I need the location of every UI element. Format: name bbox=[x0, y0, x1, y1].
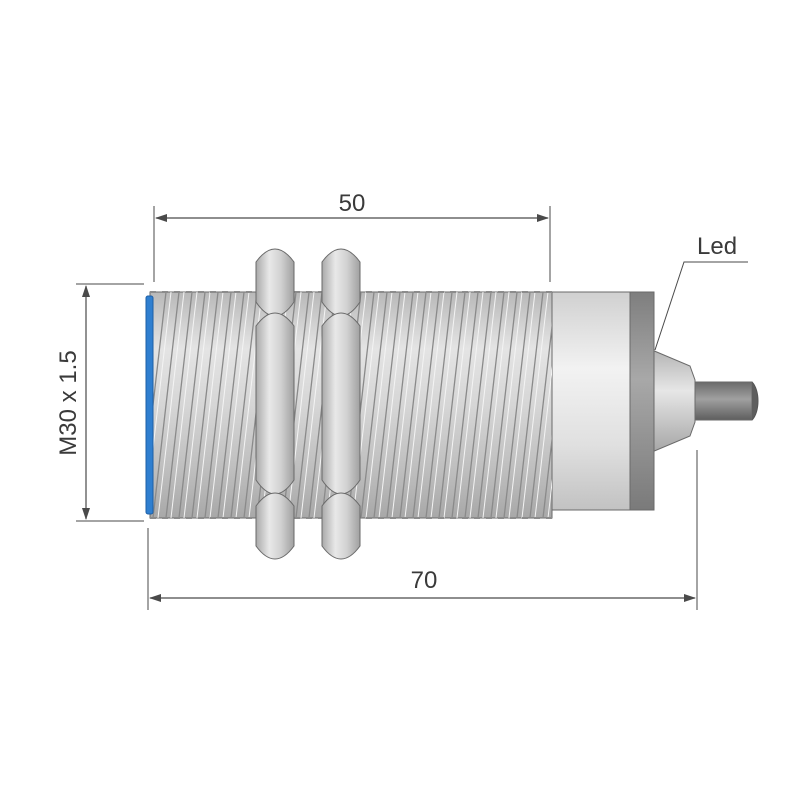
thread-line bbox=[542, 434, 552, 518]
thread-line bbox=[399, 292, 427, 518]
thread-highlight bbox=[183, 292, 211, 518]
thread-line bbox=[425, 292, 453, 518]
cable-gland bbox=[651, 349, 696, 453]
thread-line bbox=[438, 292, 466, 518]
thread-highlight bbox=[196, 292, 224, 518]
thread-highlight bbox=[150, 292, 172, 479]
dimension-overall-length: 70 bbox=[147, 450, 698, 610]
thread-highlight bbox=[495, 292, 523, 518]
thread-spec-label: M30 x 1.5 bbox=[55, 350, 82, 455]
dimension-thread-diameter: M30 x 1.5 bbox=[55, 283, 144, 522]
thread-highlight bbox=[209, 292, 237, 518]
thread-line bbox=[295, 292, 323, 518]
led-label: Led bbox=[697, 233, 737, 260]
thread-highlight bbox=[482, 292, 510, 518]
thread-line bbox=[191, 292, 219, 518]
thread-line bbox=[516, 292, 544, 518]
sensing-face bbox=[145, 295, 154, 515]
thread-line bbox=[178, 292, 206, 518]
led-callout: Led bbox=[654, 233, 748, 351]
thread-highlight bbox=[430, 292, 458, 518]
threaded-barrel bbox=[149, 291, 553, 519]
mounting-nut-left bbox=[255, 248, 295, 560]
thread-highlight bbox=[378, 292, 406, 518]
thread-line bbox=[217, 292, 245, 518]
thread-highlight bbox=[443, 292, 471, 518]
thread-line bbox=[477, 292, 505, 518]
thread-line bbox=[451, 292, 479, 518]
overall-length-label: 70 bbox=[411, 567, 438, 594]
thread-line bbox=[152, 292, 180, 518]
thread-line bbox=[386, 292, 414, 518]
thread-highlight bbox=[170, 292, 198, 518]
thread-highlight bbox=[521, 292, 549, 518]
thread-highlight bbox=[391, 292, 419, 518]
thread-highlight bbox=[404, 292, 432, 518]
thread-line bbox=[373, 292, 401, 518]
thread-highlight bbox=[469, 292, 497, 518]
thread-highlight bbox=[508, 292, 536, 518]
thread-line bbox=[204, 292, 232, 518]
thread-highlight bbox=[456, 292, 484, 518]
thread-line bbox=[503, 292, 531, 518]
thread-highlight bbox=[365, 292, 393, 518]
thread-highlight bbox=[222, 292, 250, 518]
thread-highlight bbox=[417, 292, 445, 518]
thread-line bbox=[529, 321, 552, 518]
thread-line bbox=[412, 292, 440, 518]
thread-length-label: 50 bbox=[339, 190, 366, 217]
thread-line bbox=[360, 292, 388, 518]
thread-line bbox=[230, 292, 258, 518]
thread-highlight bbox=[157, 292, 185, 518]
sensor-housing bbox=[549, 291, 631, 511]
thread-line bbox=[464, 292, 492, 518]
mounting-nut-right bbox=[321, 248, 361, 560]
thread-line bbox=[165, 292, 193, 518]
dimension-thread-length: 50 bbox=[153, 190, 551, 282]
thread-line bbox=[490, 292, 518, 518]
cable bbox=[689, 381, 759, 421]
thread-highlight bbox=[534, 365, 552, 518]
led-collar bbox=[627, 291, 655, 511]
